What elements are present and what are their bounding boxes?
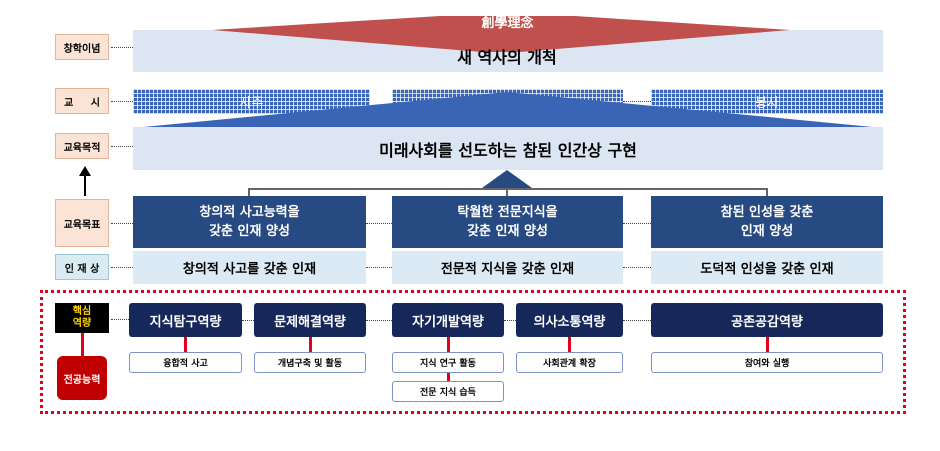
banner-title: 創學理念	[481, 16, 534, 31]
goal-dots-2	[623, 223, 651, 224]
ideal-expertise: 전문적 지식을 갖춘 인재	[392, 251, 623, 284]
sub-item-expertise-acquisition-text: 전문 지식 습득	[420, 388, 476, 398]
ideal-expertise-text: 전문적 지식을 갖춘 인재	[440, 262, 575, 277]
motto-dots-1	[370, 101, 392, 102]
competency-knowledge-label: 지식탐구역량	[149, 314, 222, 330]
competency-frame	[40, 290, 906, 414]
comp-dots-3	[504, 320, 516, 321]
goal-dots-1	[366, 223, 392, 224]
ideal-creative: 창의적 사고를 갖춘 인재	[133, 251, 366, 284]
roof-shape	[133, 92, 883, 128]
row-dots-core	[111, 319, 129, 320]
motto-dots-2	[623, 101, 651, 102]
goal-expertise: 탁월한 전문지식을 갖춘 인재 양성	[392, 196, 623, 248]
row-dots-edu-goal	[111, 223, 133, 224]
row-label-edu-goal: 교육목표	[55, 199, 109, 247]
sub-connector-4	[568, 337, 571, 352]
sub-item-participation-text: 참여와 실행	[744, 359, 790, 369]
sub-item-social-relations: 사회관계 확장	[516, 352, 623, 373]
sub-connector-2	[309, 337, 312, 352]
sub-item-knowledge-research: 지식 연구 활동	[392, 352, 504, 373]
sub-item-convergent-thinking: 융합적 사고	[129, 352, 242, 373]
left-arrow-head	[79, 166, 91, 176]
competency-knowledge: 지식탐구역량	[129, 303, 242, 337]
sub-connector-1	[184, 337, 187, 352]
sub-item-expertise-acquisition: 전문 지식 습득	[392, 381, 504, 402]
goal-creative-text: 창의적 사고능력을 갖춘 인재 양성	[199, 205, 300, 239]
comp-dots-4	[623, 320, 651, 321]
row-label-major: 전공능력	[57, 356, 107, 400]
goal-connector-v1	[248, 188, 250, 196]
row-dots-founding	[111, 47, 133, 48]
row-label-ideal: 인 재 상	[55, 254, 109, 280]
sub-item-convergent-thinking-text: 융합적 사고	[163, 359, 208, 369]
comp-dots-2	[366, 320, 392, 321]
major-connector	[81, 333, 84, 356]
purpose-up-arrow	[482, 170, 532, 188]
competency-problem-solving: 문제해결역량	[254, 303, 366, 337]
row-dots-motto	[111, 101, 133, 102]
ideal-creative-text: 창의적 사고를 갖춘 인재	[182, 262, 317, 277]
competency-problem-solving-label: 문제해결역량	[274, 314, 346, 330]
row-dots-ideal	[111, 267, 133, 268]
comp-dots-1	[242, 320, 254, 321]
goal-connector-v3	[766, 188, 768, 196]
banner-red-top	[212, 16, 790, 30]
competency-communication: 의사소통역량	[516, 303, 623, 337]
goal-expertise-text: 탁월한 전문지식을 갖춘 인재 양성	[457, 205, 558, 239]
row-label-edu-purpose: 교육목적	[55, 133, 109, 159]
motto-item-autonomy: 자주	[239, 96, 264, 111]
competency-self-development-label: 자기개발역량	[412, 314, 484, 330]
goal-creative: 창의적 사고능력을 갖춘 인재 양성	[133, 196, 366, 248]
sub-connector-5	[766, 337, 769, 352]
ideal-dots-1	[366, 267, 392, 268]
row-label-founding: 창학이념	[55, 34, 109, 60]
goal-connector-v2	[506, 188, 508, 196]
sub-connector-3b	[447, 373, 450, 381]
sub-item-participation: 참여와 실행	[651, 352, 883, 373]
row-label-core: 핵심 역량	[55, 303, 109, 333]
banner-shapes	[79, 16, 883, 196]
banner-subtitle: 새 역사의 개척	[457, 48, 557, 67]
row-label-motto: 교 시	[55, 88, 109, 114]
left-arrow-shaft	[84, 172, 86, 196]
ideal-moral-text: 도덕적 인성을 갖춘 인재	[700, 262, 834, 277]
row-dots-edu-purpose	[111, 146, 133, 147]
competency-communication-label: 의사소통역량	[533, 314, 606, 330]
motto-to-purpose-roof	[133, 92, 883, 128]
sub-item-social-relations-text: 사회관계 확장	[543, 359, 596, 369]
goal-character-text: 참된 인성을 갖춘 인재 양성	[720, 205, 814, 239]
ideal-moral: 도덕적 인성을 갖춘 인재	[651, 251, 883, 284]
edu-purpose-text: 미래사회를 선도하는 참된 인간상 구현	[379, 140, 637, 160]
competency-coexistence: 공존공감역량	[651, 303, 883, 337]
competency-self-development: 자기개발역량	[392, 303, 504, 337]
competency-coexistence-label: 공존공감역량	[731, 314, 803, 330]
sub-item-knowledge-research-text: 지식 연구 활동	[420, 359, 476, 369]
banner-red-arrow	[212, 30, 790, 52]
sub-item-concept-building-text: 개념구축 및 활동	[277, 359, 343, 369]
goal-character: 참된 인성을 갖춘 인재 양성	[651, 196, 883, 248]
motto-item-service: 봉사	[755, 96, 779, 111]
sub-connector-3	[447, 337, 450, 352]
ideal-dots-2	[623, 267, 651, 268]
edu-purpose-bar: 미래사회를 선도하는 참된 인간상 구현	[133, 127, 883, 170]
sub-item-concept-building: 개념구축 및 활동	[254, 352, 366, 373]
